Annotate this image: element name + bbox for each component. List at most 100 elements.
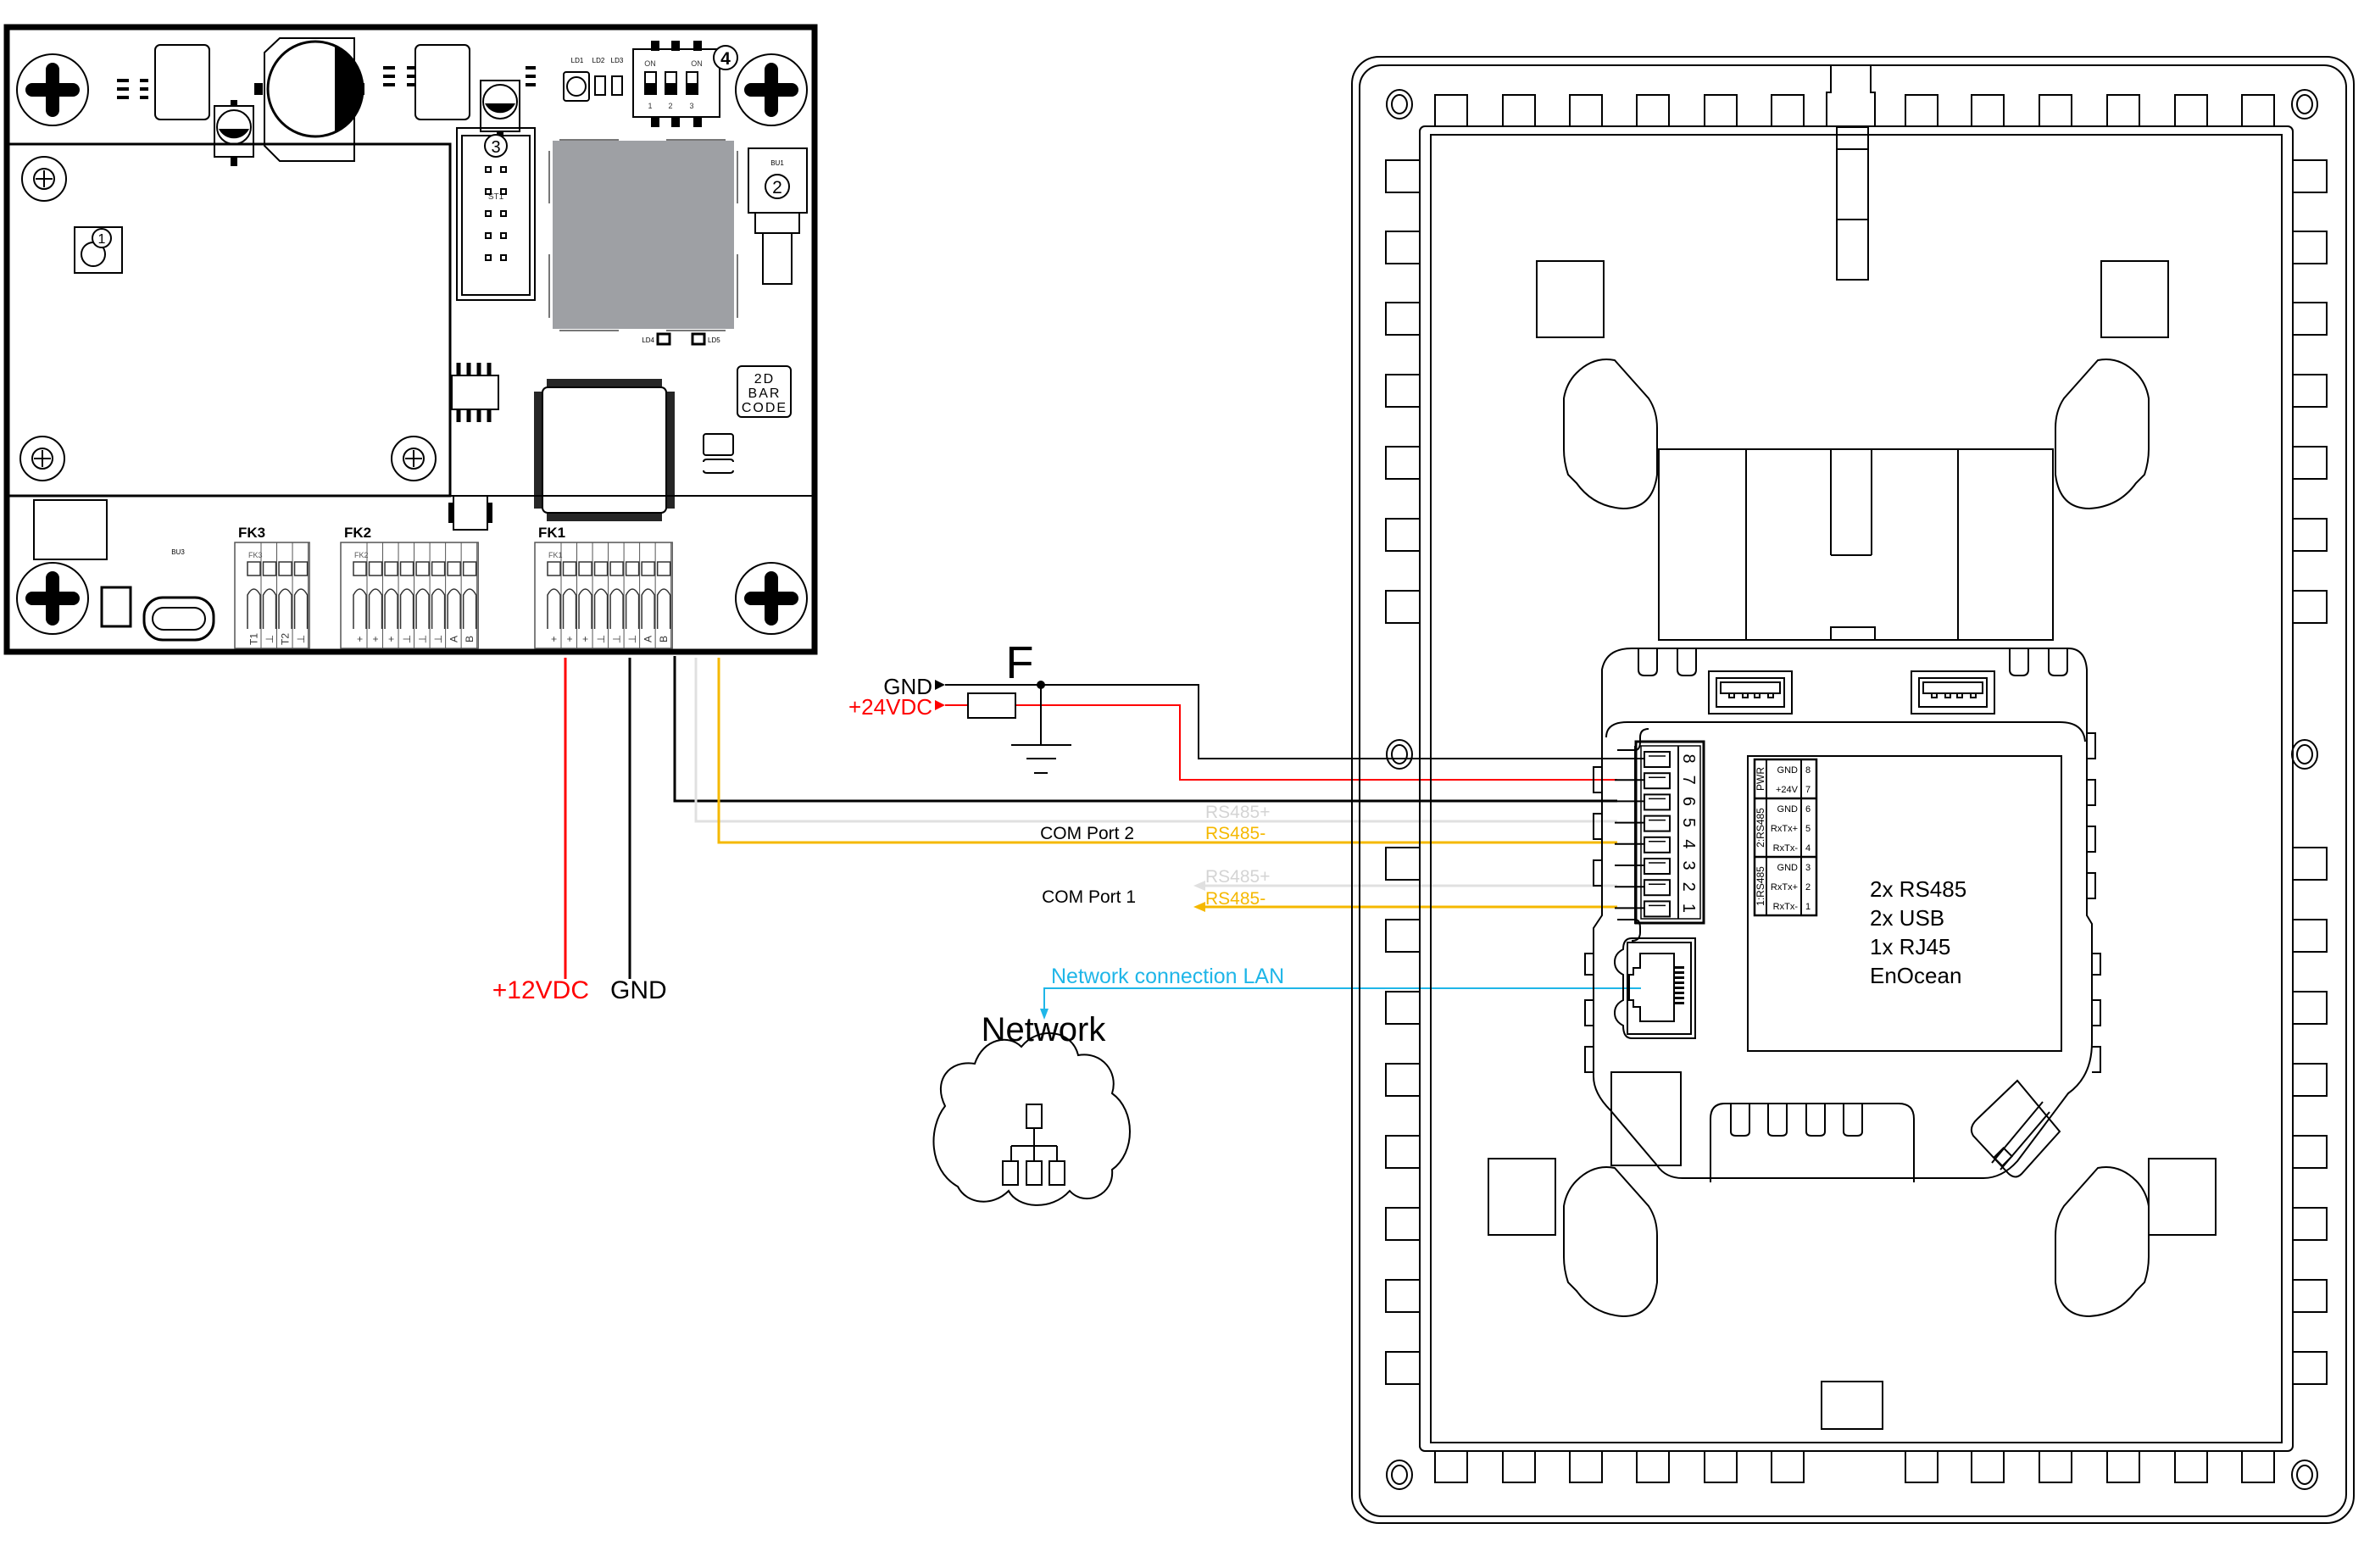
arrow-icon — [935, 700, 945, 710]
terminal-pin: ⊥ — [399, 542, 415, 648]
barcode-label: 2D — [754, 372, 775, 386]
pin-signal: GND — [1777, 765, 1799, 776]
terminal-pin-label: B — [464, 636, 476, 642]
clip-tab — [1569, 1450, 1603, 1483]
panel-terminal-pin: 3 — [1615, 858, 1698, 875]
top-slot — [1836, 126, 1869, 281]
screw-icon — [2291, 739, 2318, 770]
screw-icon — [1386, 89, 1413, 120]
clip-tab — [2292, 231, 2328, 264]
small-screw-icon — [21, 156, 67, 202]
terminal-pin: B — [656, 542, 672, 648]
led — [594, 75, 606, 96]
dip-number: 1 — [648, 102, 652, 110]
screw-icon — [1386, 1460, 1413, 1490]
clip-tab — [2292, 374, 2328, 408]
screw-icon — [2291, 89, 2318, 120]
bu3-label: BU3 — [171, 548, 185, 556]
clip-tab — [2174, 94, 2208, 127]
clip-tab — [2292, 159, 2328, 193]
network: Network connection LAN Network — [932, 965, 1641, 1206]
clip-tab — [1569, 94, 1603, 127]
led-label: LD3 — [611, 57, 624, 64]
panel-terminal-pin: 1 — [1615, 900, 1698, 918]
panel-terminal-number: 6 — [1679, 797, 1698, 806]
terminal-pin: T1 — [247, 542, 262, 648]
clip-tab — [1704, 94, 1738, 127]
terminal-pin: T2 — [278, 542, 293, 648]
clip-tab — [1385, 1207, 1421, 1241]
clip-tab — [1704, 1450, 1738, 1483]
pin-number: 5 — [1805, 824, 1811, 834]
mcu-qfp — [534, 379, 675, 521]
clip-tab — [2106, 94, 2140, 127]
clip-tab — [2292, 919, 2328, 953]
clip-tab — [1385, 991, 1421, 1025]
screw-icon — [2291, 1460, 2318, 1490]
panel-terminal-pin: 8 — [1615, 751, 1698, 768]
pcb-outline — [3, 24, 818, 655]
callout-2: 2 — [772, 178, 782, 197]
panel-terminal-pin: 7 — [1615, 772, 1698, 790]
panel-terminal-pin: 4 — [1615, 836, 1698, 854]
wire-gnd-rs485 — [673, 656, 1617, 803]
panel-terminal-number: 4 — [1679, 839, 1698, 848]
pin-signal: RxTx- — [1773, 902, 1799, 912]
clip-tab — [2292, 1135, 2328, 1169]
terminal-pin-label: + — [354, 636, 366, 642]
dip-number: 2 — [668, 102, 672, 110]
inductor — [154, 44, 210, 120]
ground-symbol-icon — [1011, 744, 1071, 774]
pin-signal: +24V — [1776, 785, 1799, 795]
clip-tab — [1385, 302, 1421, 336]
enocean-module — [1710, 1103, 1915, 1182]
dip-on-label: ON — [691, 59, 703, 68]
clip-tab — [2292, 590, 2328, 624]
ic-soic8 — [451, 363, 499, 422]
screw-icon — [735, 562, 808, 635]
callout-3: 3 — [491, 138, 500, 157]
terminal-pin-label: + — [580, 636, 592, 642]
clip-tab — [1385, 590, 1421, 624]
component-1 — [74, 226, 123, 274]
dip-number: 3 — [689, 102, 693, 110]
wire-lan — [1043, 987, 1641, 1013]
clip-tab — [1385, 1351, 1421, 1385]
terminal-block-small-label: FK3 — [248, 551, 263, 559]
usb-port-icon — [1911, 670, 1995, 714]
terminal-pin-label: + — [548, 636, 560, 642]
bu1-connector: BU1 2 — [748, 147, 808, 285]
led-label: LD1 — [571, 57, 584, 64]
small-screw-icon — [391, 436, 437, 481]
mounting-lug — [2055, 1166, 2150, 1318]
terminal-pin: ⊥ — [262, 542, 278, 648]
clip-tab — [1971, 94, 2005, 127]
pin-signal: GND — [1777, 863, 1799, 873]
small-smd-parts — [117, 66, 536, 99]
panel-terminal-pin: 5 — [1615, 815, 1698, 832]
mounting-lug — [1563, 359, 1658, 510]
screw-icon — [1386, 739, 1413, 770]
wire-rs485-plus-com2 — [694, 658, 1617, 823]
pin-signal: RxTx+ — [1771, 824, 1798, 834]
feature-usb: 2x USB — [1870, 905, 1944, 931]
clip-tab — [2039, 1450, 2072, 1483]
callout-1: 1 — [98, 232, 106, 247]
mounting-lug — [1563, 1166, 1658, 1318]
led-label: LD5 — [708, 336, 720, 344]
network-title: Network — [982, 1011, 1107, 1048]
button-ld1 — [563, 71, 590, 102]
clip-tab — [1385, 446, 1421, 480]
panel-terminal-pin: 2 — [1615, 879, 1698, 897]
terminal-pin-label: + — [564, 636, 576, 642]
connector-housing — [1658, 448, 2054, 641]
small-screw-icon — [19, 436, 65, 481]
terminal-pin-label: T1 — [248, 633, 260, 645]
terminal-pin: ⊥ — [293, 542, 309, 648]
pin-signal: RxTx+ — [1771, 882, 1798, 892]
terminal-pin: ⊥ — [625, 542, 641, 648]
clip-tab — [1385, 518, 1421, 552]
com2-rs485-plus: RS485+ — [1205, 803, 1270, 822]
